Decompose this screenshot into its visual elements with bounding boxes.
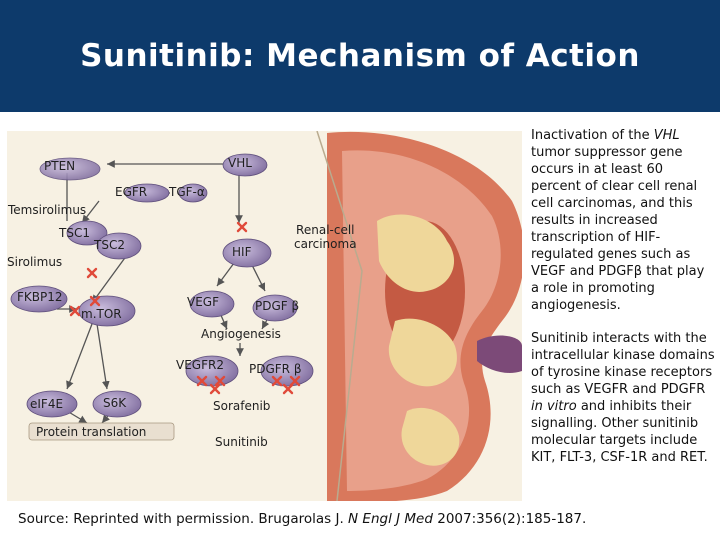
label-sirolimus: Sirolimus: [7, 255, 63, 269]
kidney-illustration: [327, 131, 525, 502]
diagram-illustration: [7, 130, 525, 502]
label-temsirolimus: Temsirolimus: [8, 203, 87, 217]
title-bar: Sunitinib: Mechanism of Action: [0, 0, 720, 112]
label-tgf-alpha: TGF-α: [169, 185, 205, 199]
pathway-arrows: [57, 160, 270, 424]
label-protein-translation: Protein translation: [36, 425, 147, 439]
para1-italic: VHL: [653, 128, 680, 143]
tumor-mass: [377, 214, 455, 292]
label-s6k: S6K: [103, 396, 127, 410]
label-pdgf-beta: PDGF β: [255, 299, 300, 313]
source-journal: N Engl J Med: [348, 511, 433, 527]
label-vegfr2: VEGFR2: [176, 358, 224, 372]
label-tsc1: TSC1: [59, 226, 90, 240]
protein-blobs: [10, 153, 314, 418]
sidebar-paragraph-vhl: Inactivation of the VHL tumor suppressor…: [531, 127, 716, 314]
source-citation: Source: Reprinted with permission. Bruga…: [18, 511, 708, 527]
source-text-end: 2007:356(2):185-187.: [432, 511, 587, 527]
page-title: Sunitinib: Mechanism of Action: [80, 38, 640, 74]
tumor-mass-2: [388, 318, 457, 387]
para2-italic: in vitro: [531, 399, 577, 414]
tumor-mass-3: [401, 407, 460, 466]
label-fkbp12: FKBP12: [17, 290, 63, 304]
para1-text-start: Inactivation of the: [531, 128, 654, 143]
mechanism-diagram: PTEN VHL EGFR TGF-α Temsirolimus TSC1 TS…: [7, 130, 525, 502]
label-sorafenib: Sorafenib: [213, 399, 271, 413]
source-text-start: Source: Reprinted with permission. Bruga…: [18, 511, 349, 527]
label-vhl: VHL: [228, 156, 252, 170]
sidebar-paragraph-sunitinib: Sunitinib interacts with the intracellul…: [531, 330, 716, 466]
label-pten: PTEN: [44, 159, 76, 173]
protein-translation-box: [28, 422, 175, 441]
inhibitor-marks: [69, 221, 301, 395]
label-angiogenesis: Angiogenesis: [201, 327, 281, 341]
label-mtor: m.TOR: [81, 307, 122, 321]
label-sunitinib: Sunitinib: [215, 435, 268, 449]
para2-text-start: Sunitinib interacts with the intracellul…: [531, 331, 715, 397]
panel-divider: [316, 130, 363, 502]
para1-text-end: tumor suppressor gene occurs in at least…: [531, 145, 705, 313]
label-vegf: VEGF: [187, 295, 219, 309]
para2-text-end: and inhibits their signalling. Other sun…: [531, 399, 708, 465]
label-pdgfr-beta: PDGFR β: [249, 362, 302, 376]
label-eif4e: eIF4E: [30, 397, 64, 411]
label-tsc2: TSC2: [94, 238, 125, 252]
label-renal-cell-carcinoma: Renal-cell carcinoma: [294, 223, 357, 251]
label-hif: HIF: [232, 245, 252, 259]
label-egfr: EGFR: [115, 185, 148, 199]
